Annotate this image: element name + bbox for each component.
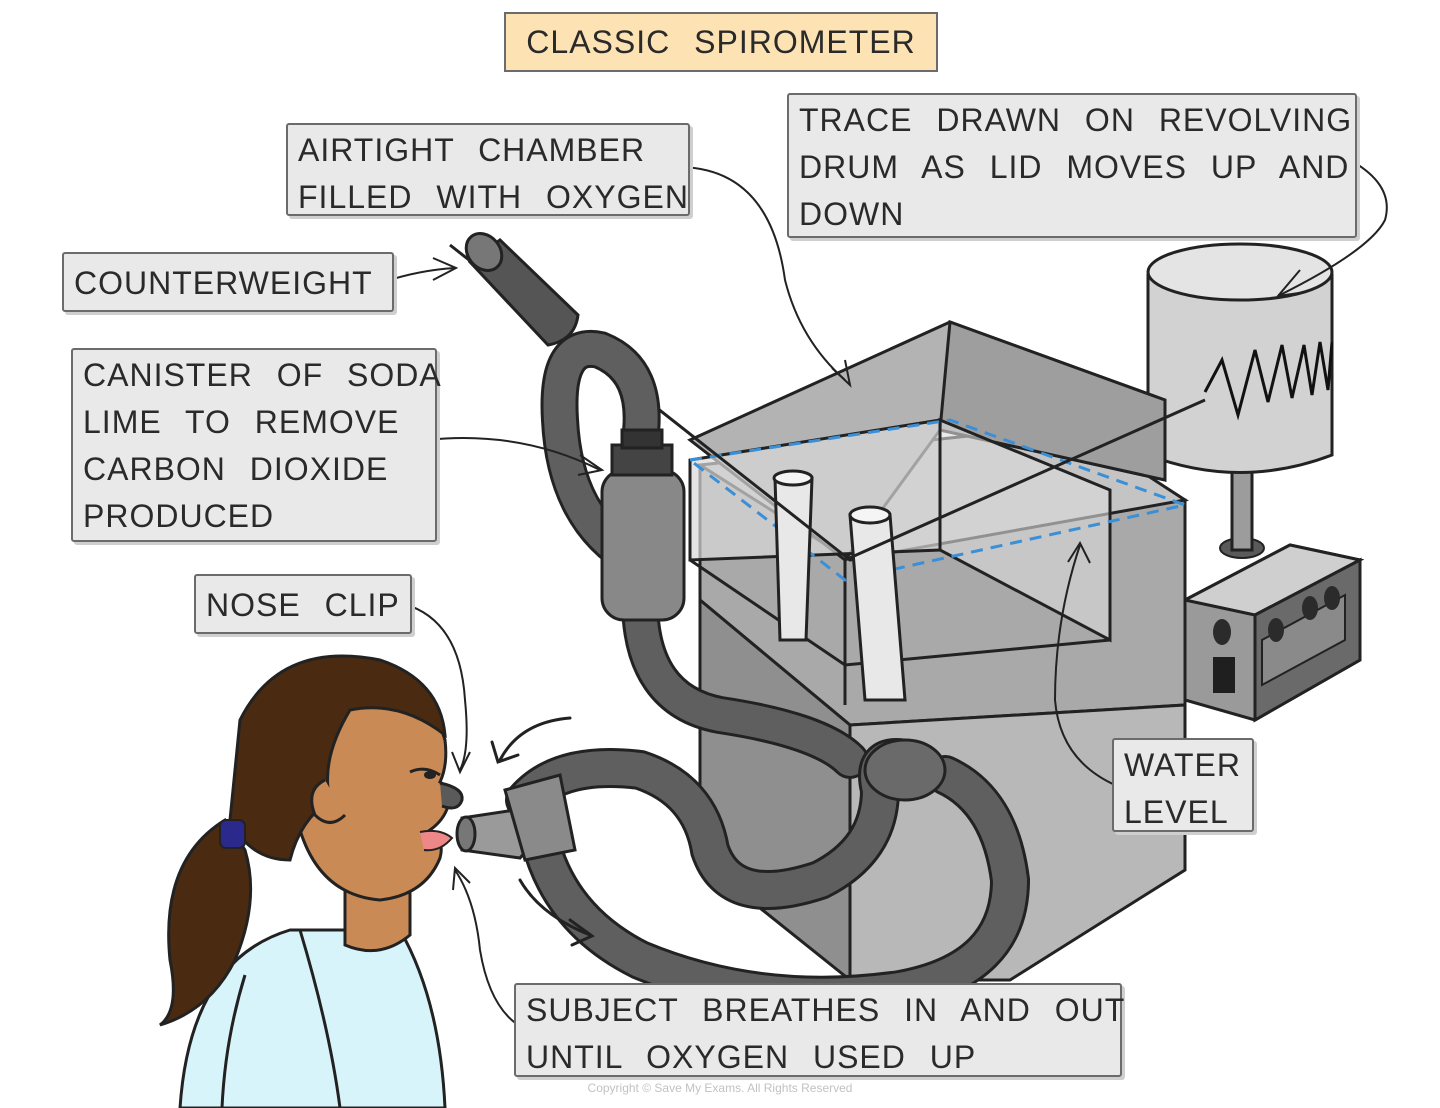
- label-line: WATER: [1124, 747, 1241, 783]
- label-soda-lime-canister: CANISTER OF SODA LIME TO REMOVE CARBON D…: [71, 348, 442, 542]
- leader-lines: [382, 159, 1388, 1029]
- label-line: AIRTIGHT CHAMBER: [298, 132, 646, 168]
- label-line: CANISTER OF SODA: [83, 357, 442, 393]
- label-line: PRODUCED: [83, 498, 275, 534]
- label-line: DRUM AS LID MOVES UP AND: [799, 149, 1350, 185]
- mouthpiece: [455, 773, 577, 862]
- label-airtight-chamber: AIRTIGHT CHAMBER FILLED WITH OXYGEN: [286, 123, 690, 216]
- kymograph-drum: [1146, 242, 1365, 723]
- tube-connector: [863, 738, 947, 802]
- label-nose-clip: NOSE CLIP: [194, 574, 412, 634]
- copyright-notice: Copyright © Save My Exams. All Rights Re…: [587, 1081, 853, 1095]
- label-line: UNTIL OXYGEN USED UP: [526, 1039, 977, 1075]
- airflow-arrows: [490, 716, 595, 947]
- label-line: COUNTERWEIGHT: [74, 265, 373, 301]
- label-line: NOSE CLIP: [206, 587, 400, 623]
- label-line: LIME TO REMOVE: [83, 404, 400, 440]
- label-subject-breathes: SUBJECT BREATHES IN AND OUT UNTIL OXYGEN…: [514, 983, 1126, 1077]
- subject-person: [159, 654, 464, 1108]
- label-line: SUBJECT BREATHES IN AND OUT: [526, 992, 1126, 1028]
- breathing-tubes: [505, 329, 1031, 1016]
- label-line: CARBON DIOXIDE: [83, 451, 389, 487]
- diagram-title: CLASSIC SPIROMETER: [504, 12, 938, 72]
- label-line: LEVEL: [1124, 794, 1229, 830]
- label-water-level: WATER LEVEL: [1112, 738, 1254, 832]
- label-line: TRACE DRAWN ON REVOLVING: [799, 102, 1353, 138]
- soda-lime-canister: [600, 428, 686, 622]
- label-line: DOWN: [799, 196, 905, 232]
- label-counterweight: COUNTERWEIGHT: [62, 252, 394, 312]
- label-line: FILLED WITH OXYGEN: [298, 179, 689, 215]
- airtight-chamber: [686, 319, 1206, 705]
- label-trace-drum: TRACE DRAWN ON REVOLVING DRUM AS LID MOV…: [787, 93, 1357, 238]
